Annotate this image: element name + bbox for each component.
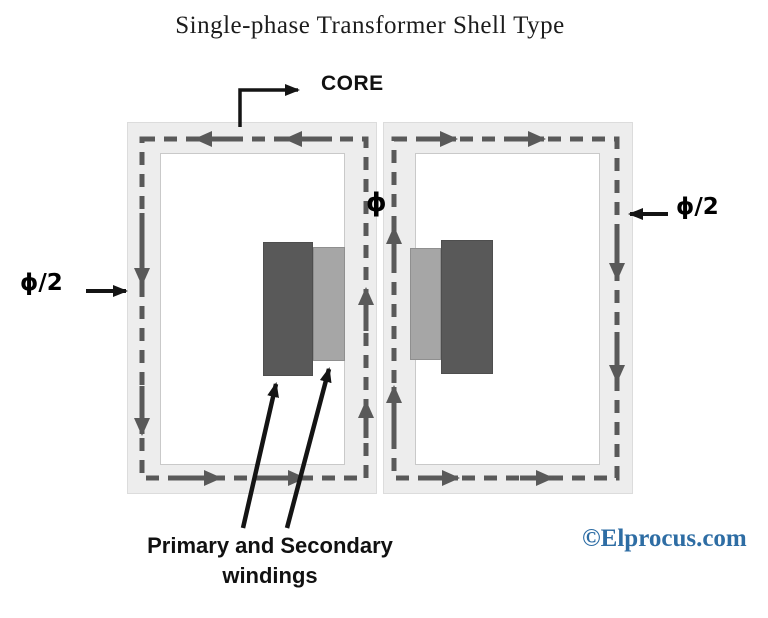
elprocus-watermark: ©Elprocus.com [582,525,747,552]
windings-label-line1: Primary and Secondary [147,533,393,558]
secondary-winding-right [410,248,441,360]
primary-winding-left [263,242,313,376]
phi-half-right-label: ϕ/2 [676,194,719,220]
windings-label-line2: windings [222,563,318,588]
windings-label: Primary and Secondary windings [120,531,420,591]
primary-winding-right [441,240,493,374]
phi-half-left-label: ϕ/2 [20,270,63,296]
core-label: CORE [321,72,384,95]
secondary-winding-left [313,247,345,361]
phi-flux-label: ϕ [366,188,387,218]
diagram-title: Single-phase Transformer Shell Type [175,12,565,39]
